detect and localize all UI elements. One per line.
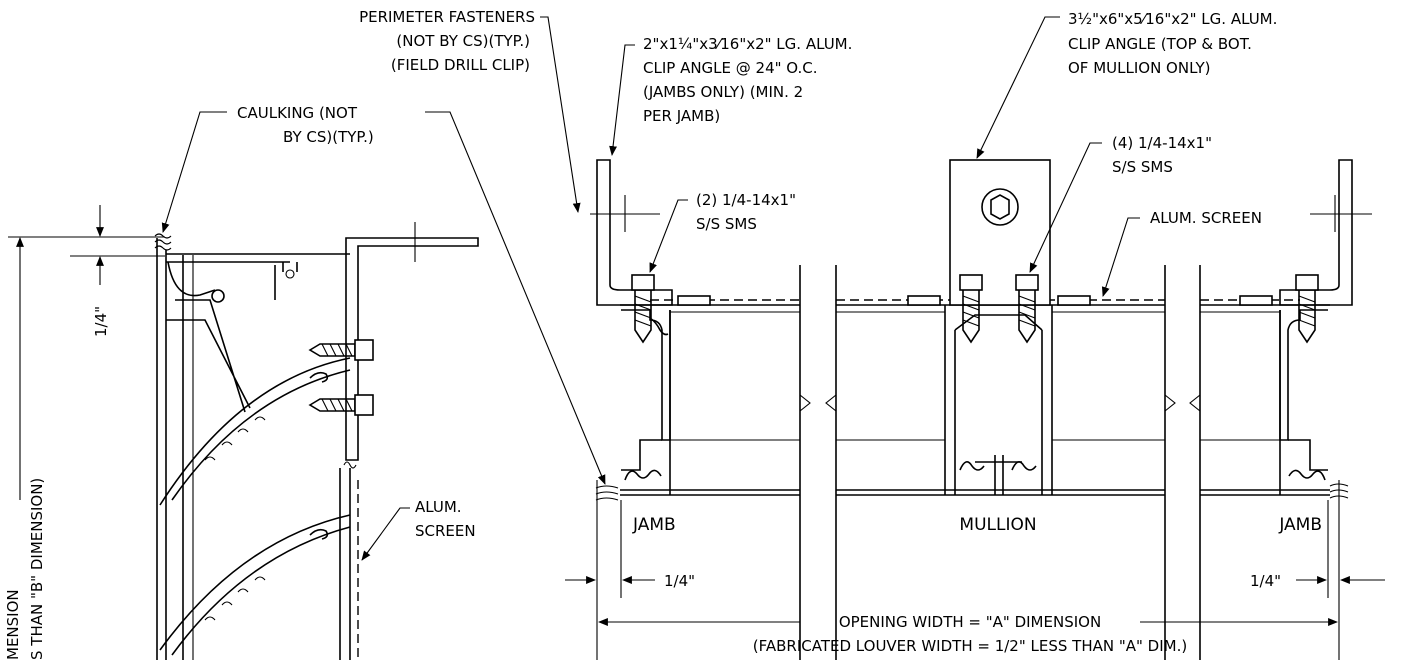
diagonal-brace [166, 299, 251, 413]
height-dimension-line-2: S THAN "B" DIMENSION) [28, 478, 46, 660]
mullion-bolt-washer [981, 188, 1019, 226]
blade-2-tip [309, 528, 329, 540]
blade-1-ribs [204, 416, 266, 461]
mullion-bolt-head [990, 194, 1010, 220]
break-mark-left [343, 461, 357, 469]
screws-2-line-1: (2) 1/4-14x1" [696, 191, 796, 209]
caulking-bead-left [154, 233, 172, 251]
plan-screw-mullion-1 [959, 274, 983, 344]
caulking-bead-plan-left [595, 485, 619, 501]
screws-4-line-1: (4) 1/4-14x1" [1112, 134, 1212, 152]
jamb-clip-angle-right [1279, 159, 1353, 306]
leader-clip-angle-mullion [976, 16, 1060, 159]
clip-angle-jamb-line-4: PER JAMB) [643, 107, 720, 125]
blade-1-tip [309, 371, 329, 383]
quarter-left-label: 1/4" [664, 572, 695, 590]
jamb-right-label: JAMB [1278, 515, 1322, 535]
leader-screen-right [1101, 217, 1140, 297]
leader-screen-left [361, 507, 410, 561]
opening-width-label: OPENING WIDTH = "A" DIMENSION [839, 613, 1101, 631]
plan-screw-right [1295, 274, 1319, 344]
screws-2-line-2: S/S SMS [696, 215, 757, 233]
blade-2-ribs [204, 576, 266, 621]
gasket-1 [677, 295, 711, 306]
louver-blade-1 [159, 357, 351, 506]
section-screw-2 [308, 394, 374, 416]
perimeter-fasteners-line-1: PERIMETER FASTENERS [359, 8, 535, 26]
head-screw-boss [211, 289, 225, 303]
jamb-clip-angle-section [345, 237, 479, 461]
clip-angle-jamb-line-2: CLIP ANGLE @ 24" O.C. [643, 59, 818, 77]
screen-left-line-2: SCREEN [415, 522, 476, 540]
left-jamb-profile [621, 309, 671, 495]
top-boss [282, 262, 298, 272]
clip-angle-mullion-line-3: OF MULLION ONLY) [1068, 59, 1210, 77]
leader-screws-4 [1029, 142, 1102, 273]
perimeter-fasteners-line-3: (FIELD DRILL CLIP) [391, 56, 530, 74]
leader-caulking-right [425, 111, 606, 485]
clip-angle-mullion-line-1: 3½"x6"x5⁄16"x2" LG. ALUM. [1068, 10, 1277, 28]
clip-angle-jamb-line-1: 2"x1¼"x3⁄16"x2" LG. ALUM. [643, 35, 852, 53]
leader-clip-angle-jamb [609, 44, 635, 156]
plan-view [565, 159, 1385, 660]
leaders [161, 16, 1140, 561]
head-hook [167, 261, 216, 297]
jamb-left-label: JAMB [632, 515, 676, 535]
gasket-2 [907, 295, 941, 306]
perimeter-fasteners-line-2: (NOT BY CS)(TYP.) [396, 32, 530, 50]
caulking-bead-plan-right [1329, 483, 1349, 499]
clip-angle-mullion-line-2: CLIP ANGLE (TOP & BOT. [1068, 35, 1252, 53]
caulking-line-2: BY CS)(TYP.) [283, 128, 374, 146]
annotations: PERIMETER FASTENERS (NOT BY CS)(TYP.) (F… [4, 8, 1322, 660]
quarter-vertical-label: 1/4" [92, 306, 110, 337]
mullion-profile [944, 305, 1053, 495]
height-dimension-line-1: MENSION [4, 589, 22, 660]
quarter-right-label: 1/4" [1250, 572, 1281, 590]
fabricated-width-label: (FABRICATED LOUVER WIDTH = 1/2" LESS THA… [753, 637, 1187, 655]
gasket-3 [1057, 295, 1091, 306]
mullion-label: MULLION [959, 515, 1036, 535]
screws-4-line-2: S/S SMS [1112, 158, 1173, 176]
top-boss-circle [285, 269, 295, 279]
break-lines [799, 265, 1201, 660]
gasket-4 [1239, 295, 1273, 306]
caulking-line-1: CAULKING (NOT [237, 104, 358, 122]
screen-left-line-1: ALUM. [415, 498, 462, 516]
jamb-clip-angle-left [596, 159, 673, 306]
section-screw-1 [308, 339, 374, 361]
screen-right-label: ALUM. SCREEN [1150, 209, 1262, 227]
louver-blade-2 [159, 514, 351, 656]
leader-perimeter-fasteners [540, 16, 581, 213]
plan-screw-left [631, 274, 655, 344]
plan-screw-mullion-2 [1015, 274, 1039, 344]
head-member [166, 253, 350, 263]
leader-screws-2 [649, 199, 688, 273]
clip-angle-jamb-line-3: (JAMBS ONLY) (MIN. 2 [643, 83, 803, 101]
leader-caulking-left [161, 111, 227, 233]
section-view [8, 205, 479, 660]
